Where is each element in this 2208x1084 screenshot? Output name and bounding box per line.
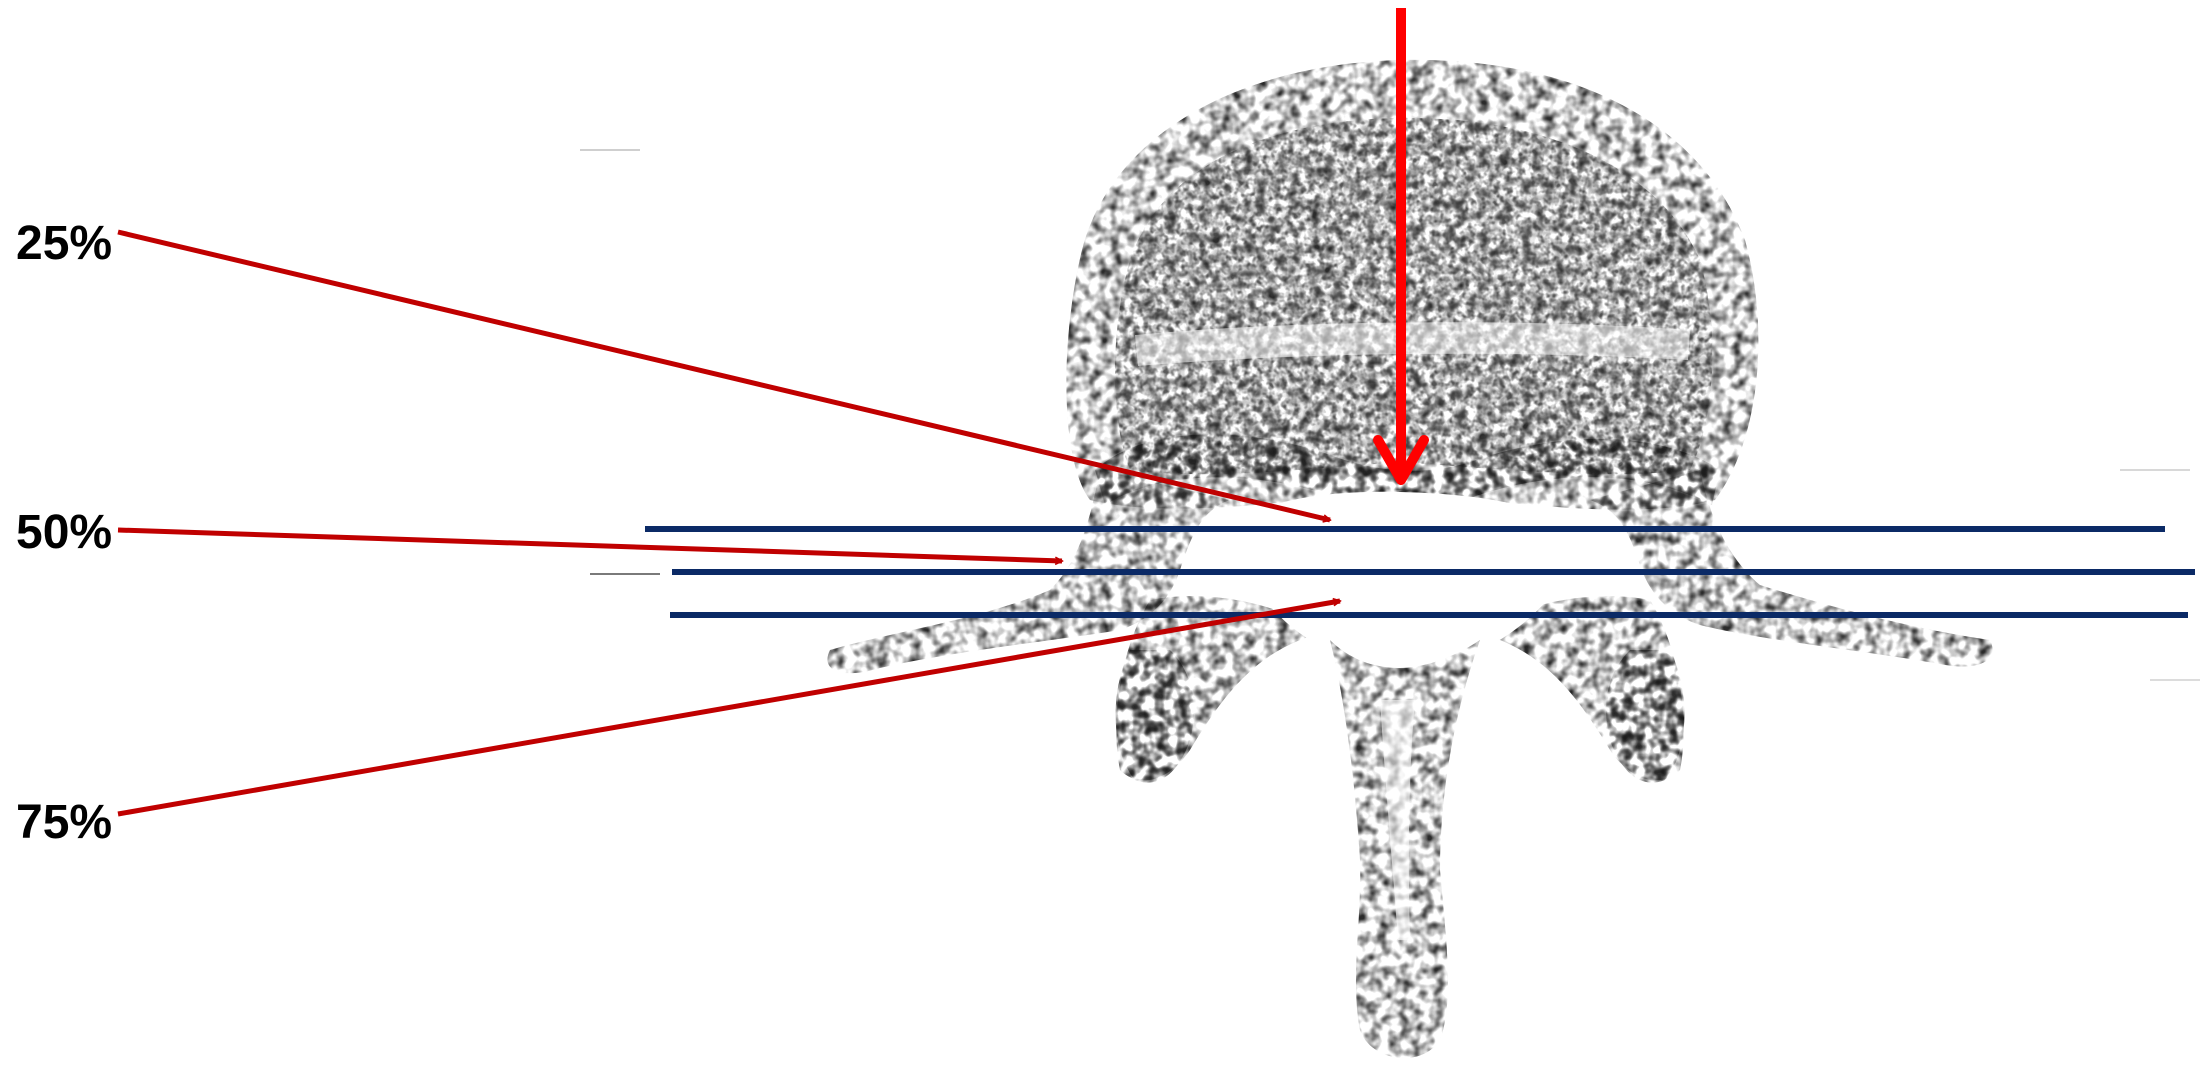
label-25-percent: 25% xyxy=(16,217,112,270)
label-75-percent: 75% xyxy=(16,796,112,849)
vertebra-illustration xyxy=(580,60,2200,1058)
right-arrow-icon xyxy=(118,530,1062,561)
percentage-labels: 25% 50% 75% xyxy=(16,217,112,849)
label-50-percent: 50% xyxy=(16,506,112,559)
vertebral-body xyxy=(1066,60,1758,510)
